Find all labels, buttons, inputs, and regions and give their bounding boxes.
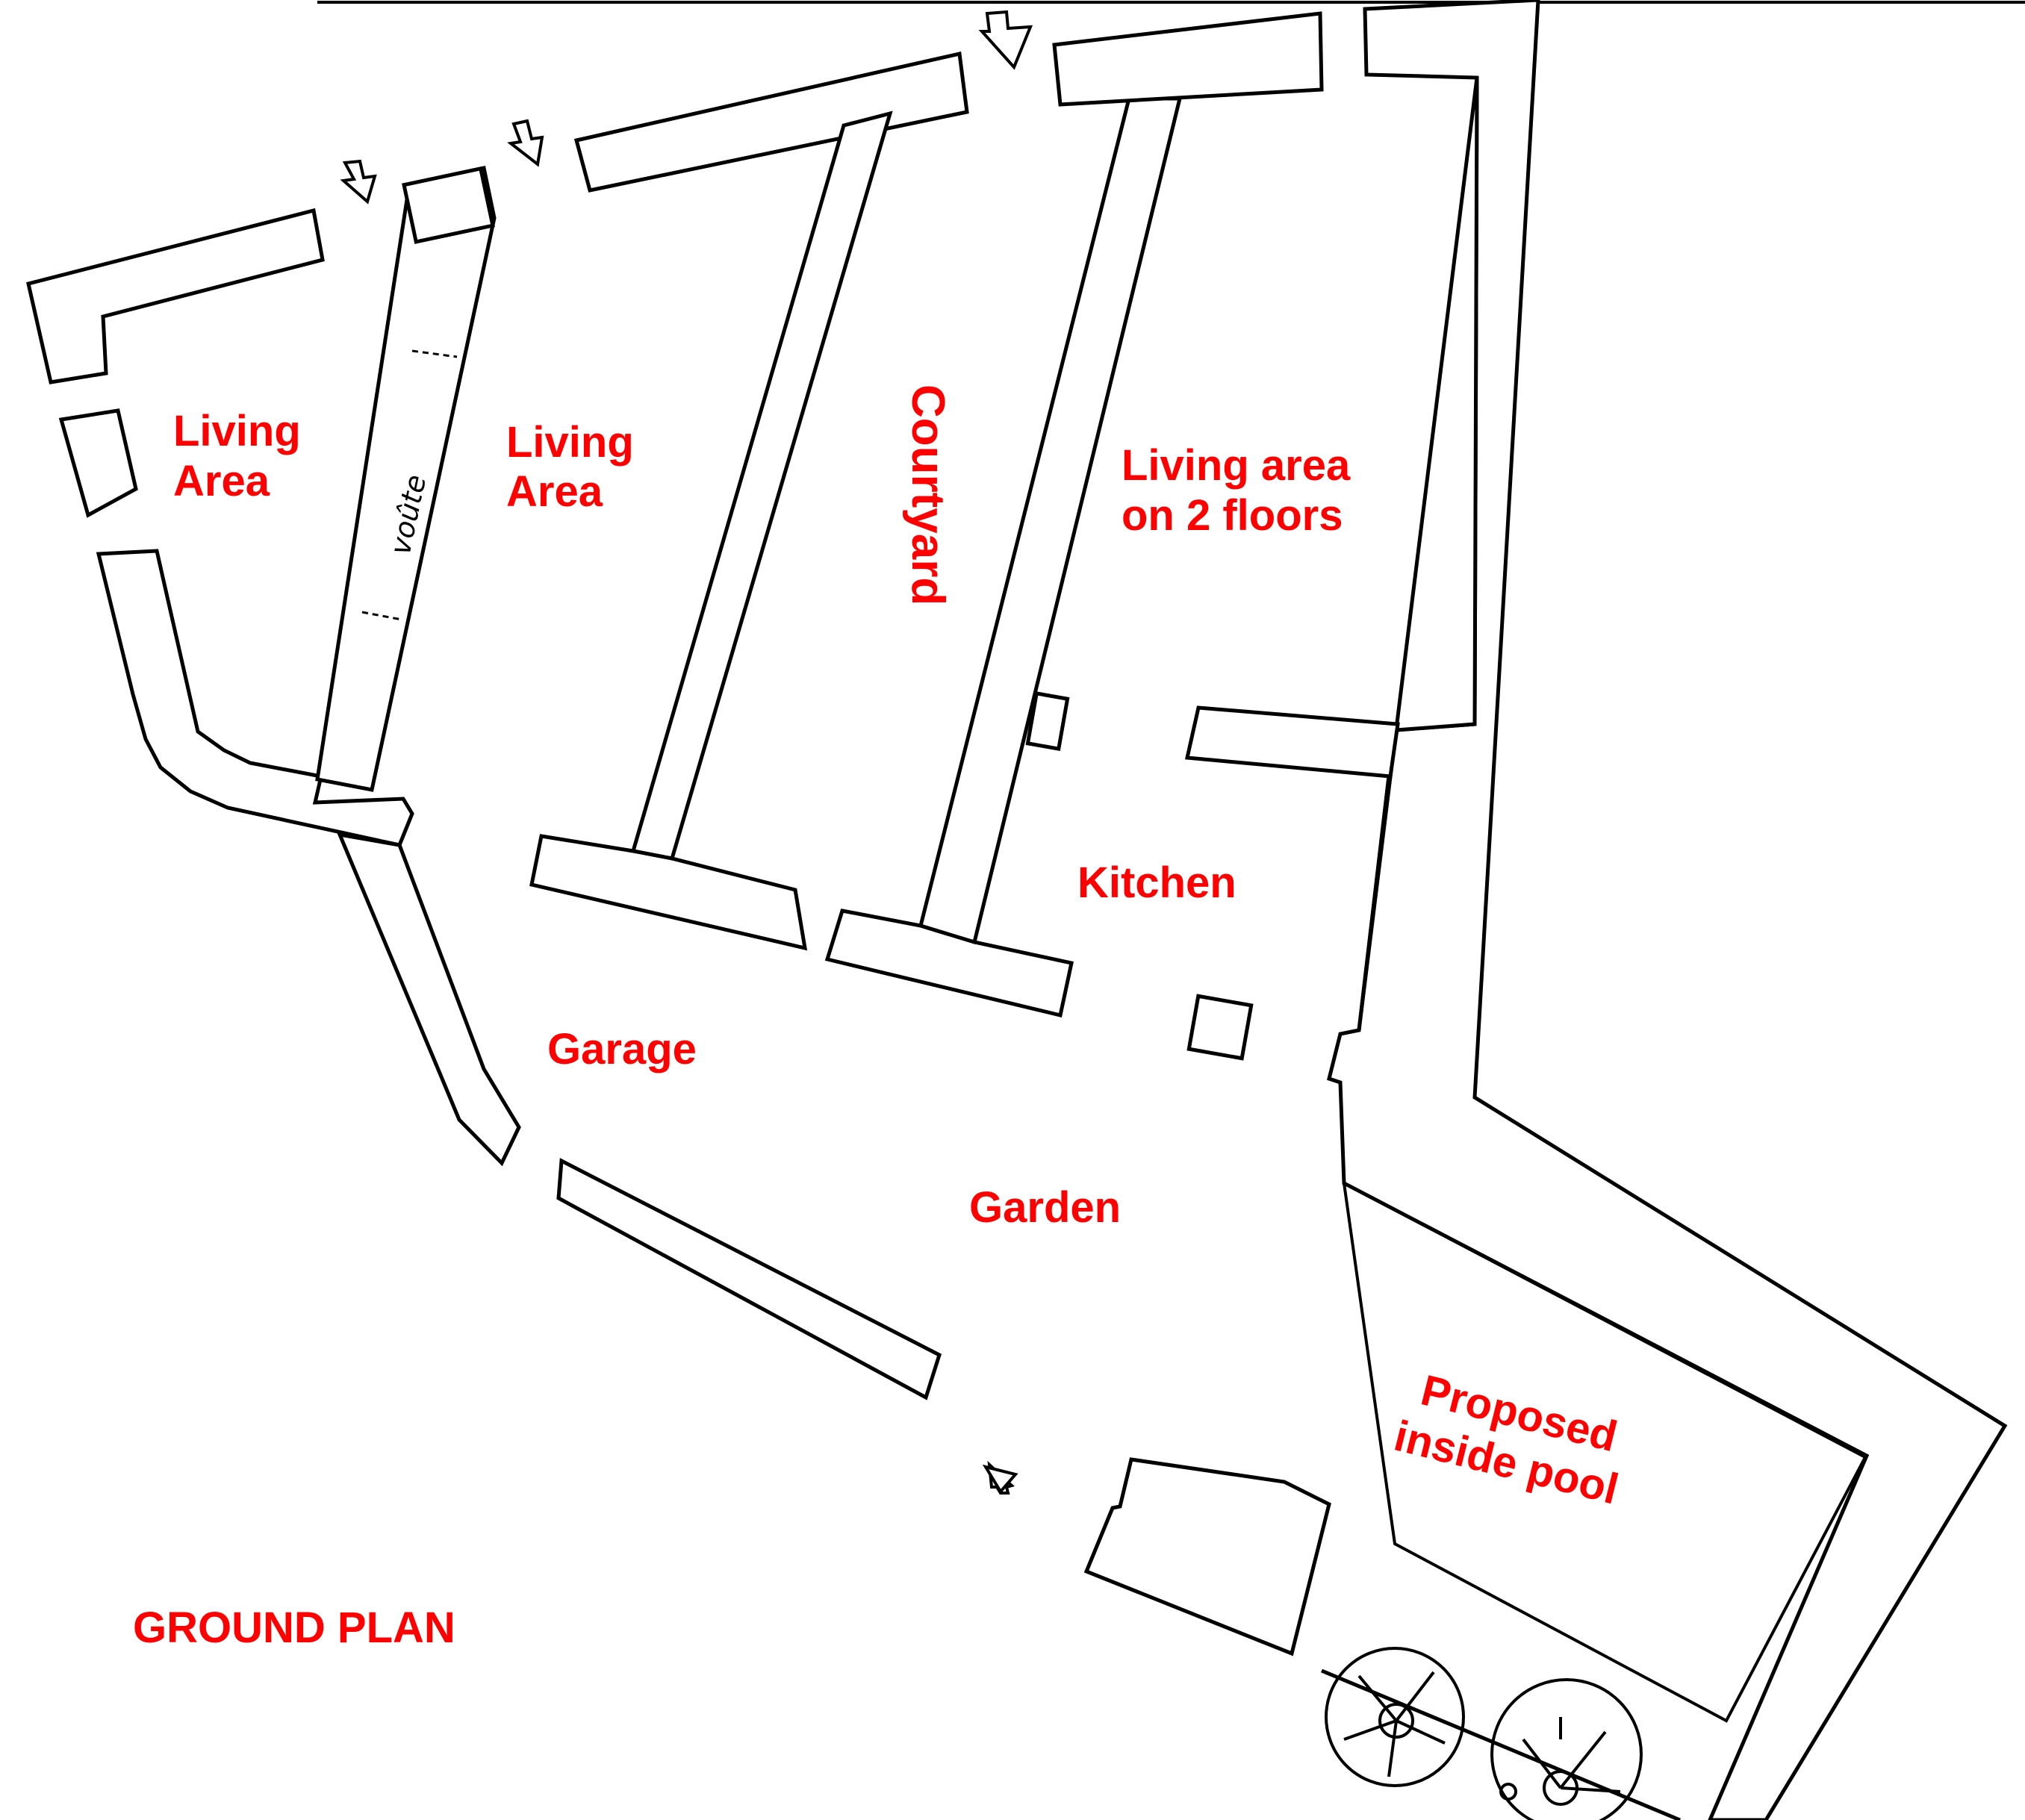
wall-voute-cap: [402, 166, 495, 244]
wall-garage-west: [336, 832, 521, 1167]
voute-dash-2: [361, 611, 402, 621]
kitchen-small-box-top: [1025, 691, 1070, 752]
entrance-arrow-3-icon: [978, 10, 1033, 70]
room-label-garage: Garage: [547, 1025, 697, 1073]
pool-outline: [1342, 1180, 1867, 1723]
kitchen-pillar: [1186, 994, 1254, 1061]
wall-west-small-block: [58, 408, 138, 518]
room-label-kitchen: Kitchen: [1077, 858, 1237, 907]
tree-left-icon: [1325, 1647, 1465, 1787]
plan-title: GROUND PLAN: [133, 1604, 455, 1652]
wall-west-curve: [96, 549, 414, 847]
room-label-courtyard: Courtyard: [902, 384, 954, 605]
wall-garden-shed: [1083, 1457, 1331, 1657]
room-label-pool: Proposed inside pool: [1390, 1362, 1635, 1514]
wall-courtyard-top-right: [1052, 11, 1324, 107]
entrance-arrow-4-icon: [982, 1460, 1018, 1495]
wall-courtyard-bottom-left: [529, 834, 808, 951]
entrance-arrow-1-icon: [340, 159, 377, 205]
room-label-living-area-west: Living Area: [173, 407, 313, 505]
entrance-arrow-2-icon: [507, 119, 544, 167]
room-label-living-area-two-floors: Living area on 2 floors: [1122, 441, 1362, 540]
wall-east-top: [1327, 0, 2008, 1820]
tree-line: [1321, 1668, 1681, 1820]
wall-west-top-l: [26, 208, 325, 384]
room-label-living-area-center: Living Area: [506, 418, 646, 516]
voute-dash-1: [411, 349, 458, 358]
wall-courtyard-top: [573, 51, 969, 193]
wall-east-stub: [1184, 705, 1400, 779]
room-label-garden: Garden: [969, 1183, 1121, 1232]
wall-garden-south: [556, 1158, 942, 1400]
wall-courtyard-west: [630, 110, 893, 861]
